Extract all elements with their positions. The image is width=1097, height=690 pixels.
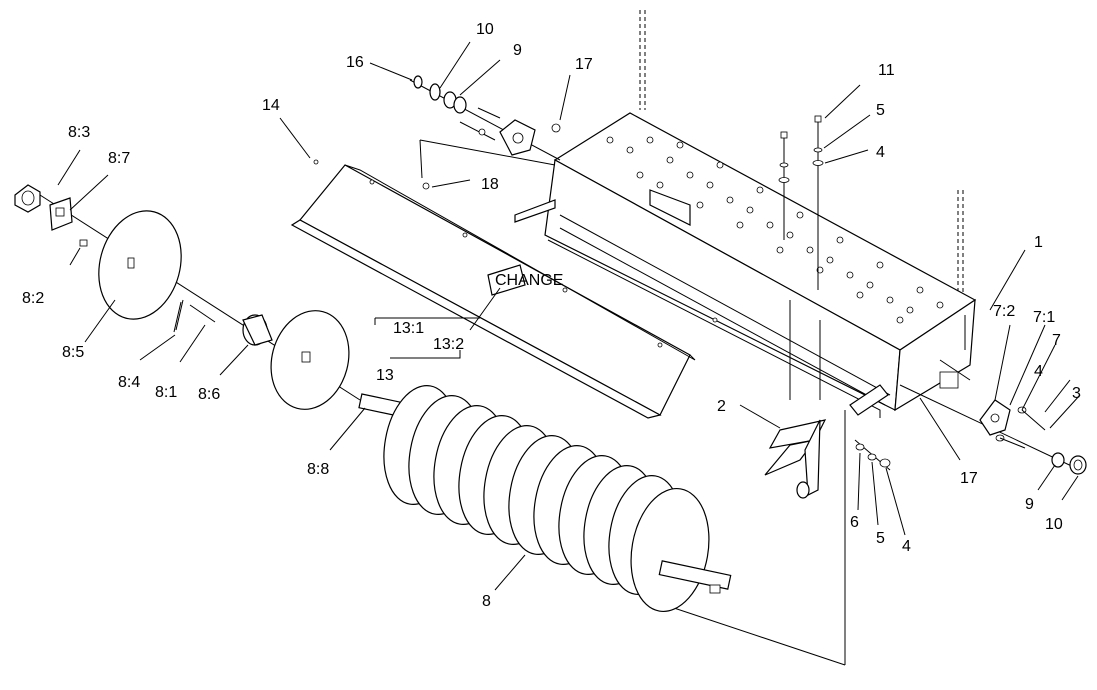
label-part-4-top: 4: [876, 144, 885, 161]
label-part-6: 6: [850, 514, 859, 531]
label-part-7-2: 7:2: [993, 303, 1015, 320]
leader-lines: [57, 41, 1081, 591]
hitch-bracket: [764, 419, 827, 499]
label-part-16: 16: [346, 54, 364, 71]
label-part-8-3: 8:3: [68, 124, 90, 141]
hanging-chains: [639, 10, 964, 300]
label-part-8-4: 8:4: [118, 374, 140, 391]
label-part-5-top: 5: [876, 102, 885, 119]
frame-box: [514, 112, 977, 666]
bearing-right: [899, 384, 1087, 475]
label-part-8-6: 8:6: [198, 386, 220, 403]
label-part-17-top: 17: [575, 56, 593, 73]
label-part-8-7: 8:7: [108, 150, 130, 167]
label-part-13-1: 13:1: [393, 320, 424, 337]
label-part-7-1: 7:1: [1033, 309, 1055, 326]
label-part-3: 3: [1072, 385, 1081, 402]
disc-roller: [383, 384, 732, 613]
decal-text: CHANGE: [495, 272, 563, 289]
label-part-18: 18: [481, 176, 499, 193]
label-part-13: 13: [376, 367, 394, 384]
frame-top-holes: [606, 136, 944, 324]
label-part-14: 14: [262, 97, 280, 114]
deflector-plate: CHANGE: [290, 139, 718, 419]
nut-washer-stack: [854, 439, 891, 471]
left-end-assembly: [14, 184, 402, 417]
label-part-2: 2: [717, 398, 726, 415]
stud-assembly: [778, 115, 824, 290]
label-part-8-8: 8:8: [307, 461, 329, 478]
label-part-10-bottom: 10: [1045, 516, 1063, 533]
label-part-8-5: 8:5: [62, 344, 84, 361]
label-part-9-top: 9: [513, 42, 522, 59]
bearing-left: [409, 75, 561, 161]
label-part-11: 11: [878, 62, 895, 79]
label-part-7: 7: [1052, 332, 1061, 349]
part-labels: 1 2 3 4 4 4 5 5 6 7 7:1 7:2 8 8:1 8:2 8:…: [22, 21, 1081, 610]
label-part-1: 1: [1034, 234, 1043, 251]
label-part-8: 8: [482, 593, 491, 610]
label-part-4-bottom: 4: [902, 538, 911, 555]
label-part-8-1: 8:1: [155, 384, 177, 401]
label-part-17-bottom: 17: [960, 470, 978, 487]
label-part-9-bottom: 9: [1025, 496, 1034, 513]
label-part-13-2: 13:2: [433, 336, 464, 353]
label-part-4-right: 4: [1034, 363, 1043, 380]
label-part-8-2: 8:2: [22, 290, 44, 307]
label-part-5-bottom: 5: [876, 530, 885, 547]
label-part-10-top: 10: [476, 21, 494, 38]
